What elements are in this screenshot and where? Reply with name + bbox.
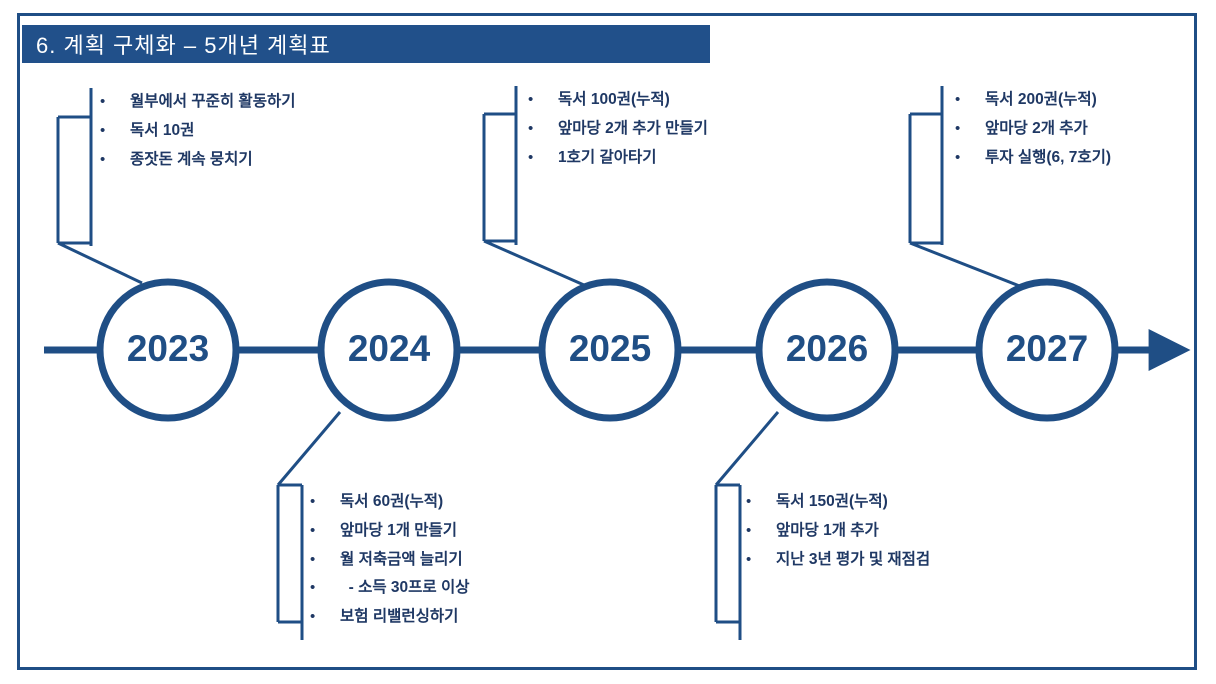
milestone-circle-2026[interactable] [755, 278, 899, 422]
bullet-icon: • [100, 150, 106, 168]
bullet-icon: • [100, 121, 106, 139]
list-item: • 독서 100권(누적) [528, 90, 708, 110]
list-item-label: 독서 200권(누적) [985, 91, 1097, 108]
list-item-label: 독서 100권(누적) [558, 91, 670, 108]
bullet-icon: • [528, 148, 534, 166]
bullet-icon: • [310, 608, 316, 625]
callout-bracket-2026 [714, 411, 780, 640]
list-item-label: 앞마당 2개 추가 만들기 [558, 119, 708, 137]
milestone-circles [96, 278, 1119, 422]
list-item-label: 월 저축금액 늘리기 [340, 550, 463, 568]
bullet-icon: • [528, 91, 534, 108]
list-item: • 앞마당 1개 추가 [746, 521, 930, 541]
list-item-label: 종잣돈 계속 뭉치기 [130, 150, 253, 168]
callout-text-2024: • 독서 60권(누적) • 앞마당 1개 만들기 • 월 저축금액 늘리기 •… [310, 492, 470, 636]
bullet-icon: • [746, 550, 752, 568]
milestone-year-2026: 2026 [785, 328, 869, 369]
bullet-icon: • [955, 91, 961, 108]
callout-text-2027: • 독서 200권(누적) • 앞마당 2개 추가 • 투자 실행(6, 7호기… [955, 90, 1111, 176]
list-item-label: 독서 150권(누적) [776, 493, 888, 510]
callout-text-2026: • 독서 150권(누적) • 앞마당 1개 추가 • 지난 3년 평가 및 재… [746, 492, 930, 578]
milestone-circle-2027[interactable] [975, 278, 1119, 422]
list-item-label: 독서 60권(누적) [340, 493, 444, 510]
milestone-circle-2025[interactable] [538, 278, 682, 422]
callout-text-2023: • 월부에서 꾸준히 활동하기 • 독서 10권 • 종잣돈 계속 뭉치기 [100, 92, 295, 178]
list-item-label: 월부에서 꾸준히 활동하기 [130, 93, 296, 110]
list-item: • 독서 200권(누적) [955, 90, 1111, 110]
list-item: • 월부에서 꾸준히 활동하기 [100, 92, 295, 112]
list-item: • - 소득 30프로 이상 [310, 578, 470, 598]
bullet-icon: • [100, 93, 106, 110]
list-item: • 독서 60권(누적) [310, 492, 470, 512]
list-item: • 독서 10권 [100, 121, 295, 141]
bullet-icon: • [955, 119, 961, 137]
callout-bracket-2024 [276, 411, 342, 640]
milestone-circle-2023[interactable] [96, 278, 240, 422]
list-item: • 지난 3년 평가 및 재점검 [746, 550, 930, 570]
bullet-icon: • [310, 579, 316, 597]
bullet-icon: • [746, 521, 752, 539]
callout-text-2025: • 독서 100권(누적) • 앞마당 2개 추가 만들기 • 1호기 갈아타기 [528, 90, 708, 176]
list-item: • 종잣돈 계속 뭉치기 [100, 150, 295, 170]
page-title: 6. 계획 구체화 – 5개년 계획표 [36, 33, 331, 58]
milestone-year-2023: 2023 [126, 328, 210, 369]
bullet-icon: • [310, 493, 316, 510]
list-item: • 앞마당 2개 추가 만들기 [528, 119, 708, 139]
milestone-year-2025: 2025 [568, 328, 652, 369]
bullet-icon: • [310, 521, 316, 539]
list-item-label: 독서 10권 [130, 121, 195, 139]
bullet-icon: • [955, 148, 961, 166]
list-item-label: 지난 3년 평가 및 재점검 [776, 550, 931, 568]
milestone-circle-2024[interactable] [317, 278, 461, 422]
bullet-icon: • [528, 119, 534, 137]
slide-title-bar: 6. 계획 구체화 – 5개년 계획표 [22, 25, 710, 63]
callout-bracket-2027 [908, 86, 1023, 289]
list-item: • 독서 150권(누적) [746, 492, 930, 512]
callout-bracket-2023 [56, 88, 143, 285]
bullet-icon: • [310, 550, 316, 568]
list-item-label: 앞마당 2개 추가 [985, 119, 1088, 137]
milestone-year-2024: 2024 [347, 328, 431, 369]
list-item: • 보험 리밸런싱하기 [310, 607, 470, 627]
list-item-label: 앞마당 1개 추가 [776, 521, 879, 539]
list-item: • 투자 실행(6, 7호기) [955, 148, 1111, 168]
list-item: • 1호기 갈아타기 [528, 148, 708, 168]
milestone-year-2027: 2027 [1005, 328, 1089, 369]
list-item-label: 앞마당 1개 만들기 [340, 521, 458, 539]
list-item: • 앞마당 1개 만들기 [310, 521, 470, 541]
list-item-label: - 소득 30프로 이상 [340, 579, 470, 597]
list-item-label: 투자 실행(6, 7호기) [985, 148, 1112, 166]
list-item-label: 1호기 갈아타기 [558, 148, 657, 166]
bullet-icon: • [746, 493, 752, 510]
list-item-label: 보험 리밸런싱하기 [340, 608, 459, 625]
callout-bracket-2025 [482, 86, 585, 287]
list-item: • 앞마당 2개 추가 [955, 119, 1111, 139]
list-item: • 월 저축금액 늘리기 [310, 550, 470, 570]
